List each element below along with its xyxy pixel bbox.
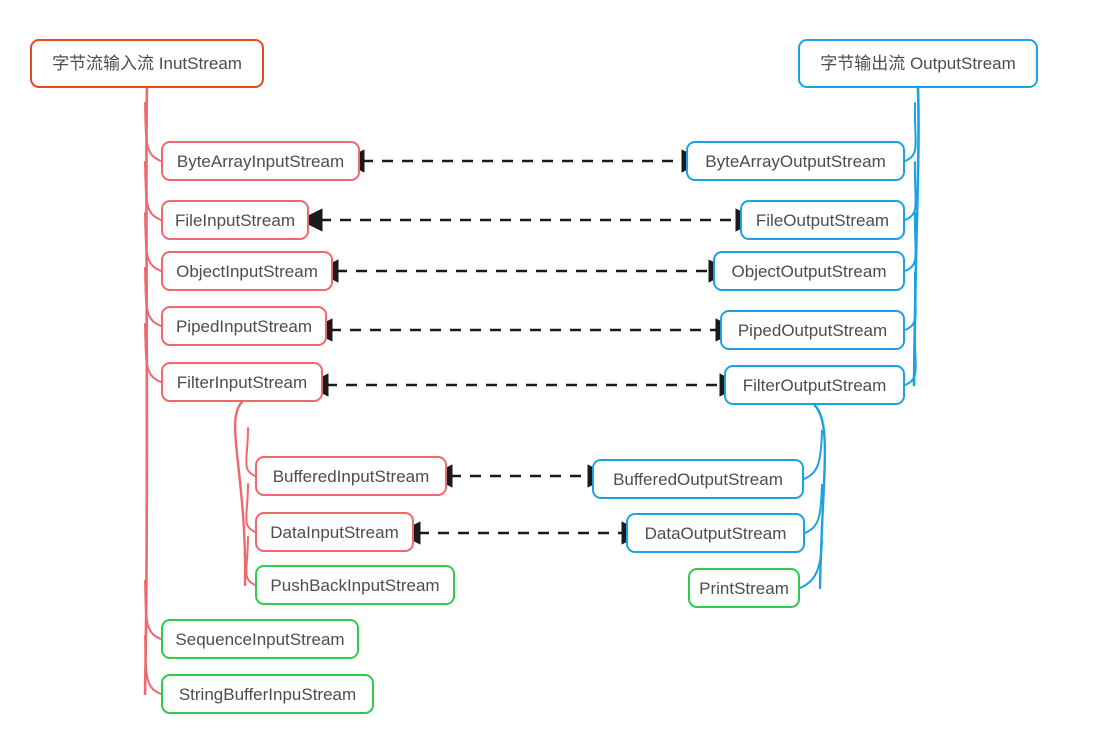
tree-connector — [245, 536, 256, 586]
node-push-back-input-stream[interactable]: PushBackInputStream — [255, 565, 455, 605]
root-node-output-stream[interactable]: 字节输出流 OutputStream — [798, 39, 1038, 88]
node-data-input-stream[interactable]: DataInputStream — [255, 512, 414, 552]
node-file-input-stream[interactable]: FileInputStream — [161, 200, 309, 240]
tree-connector — [144, 267, 162, 327]
node-buffered-input-stream[interactable]: BufferedInputStream — [255, 456, 447, 496]
tree-connector — [143, 86, 149, 696]
tree-connector — [144, 212, 162, 272]
node-object-input-stream[interactable]: ObjectInputStream — [161, 251, 333, 291]
tree-connector — [144, 323, 162, 383]
tree-connector — [904, 326, 917, 386]
tree-connector — [912, 86, 920, 387]
node-label: DataOutputStream — [644, 523, 787, 543]
node-data-output-stream[interactable]: DataOutputStream — [626, 513, 805, 553]
tree-connector — [144, 580, 162, 640]
node-label: PrintStream — [699, 578, 789, 598]
tree-connector — [233, 400, 247, 587]
node-label: DataInputStream — [270, 522, 399, 542]
node-label: PipedOutputStream — [737, 320, 888, 340]
node-label: StringBufferInpuStream — [178, 684, 357, 704]
tree-connector — [245, 483, 256, 533]
node-label: PushBackInputStream — [270, 575, 440, 595]
node-filter-input-stream[interactable]: FilterInputStream — [161, 362, 323, 402]
root-node-output-stream-label: 字节输出流 OutputStream — [820, 54, 1016, 73]
node-label: ObjectInputStream — [176, 261, 318, 281]
node-label: ByteArrayOutputStream — [705, 151, 886, 171]
node-label: ObjectOutputStream — [731, 261, 887, 281]
tree-connector — [804, 484, 823, 534]
node-label: BufferedOutputStream — [613, 469, 783, 489]
tree-connector — [245, 427, 256, 477]
node-label: FileInputStream — [175, 210, 295, 230]
node-byte-array-input-stream[interactable]: ByteArrayInputStream — [161, 141, 360, 181]
tree-connector — [904, 271, 917, 331]
node-filter-output-stream[interactable]: FilterOutputStream — [724, 365, 905, 405]
root-node-input-stream[interactable]: 字节流输入流 InutStream — [30, 39, 264, 88]
node-print-stream[interactable]: PrintStream — [688, 568, 800, 608]
node-label: FileOutputStream — [755, 210, 890, 230]
tree-connector — [904, 102, 917, 162]
node-label: FilterInputStream — [176, 372, 308, 392]
tree-connector — [144, 161, 162, 221]
node-string-buffer-inpu-stream[interactable]: StringBufferInpuStream — [161, 674, 374, 714]
node-label: SequenceInputStream — [175, 629, 345, 649]
root-node-input-stream-label: 字节流输入流 InutStream — [52, 54, 242, 73]
node-label: PipedInputStream — [175, 316, 313, 336]
node-file-output-stream[interactable]: FileOutputStream — [740, 200, 905, 240]
node-sequence-input-stream[interactable]: SequenceInputStream — [161, 619, 359, 659]
node-piped-output-stream[interactable]: PipedOutputStream — [720, 310, 905, 350]
tree-connector — [904, 161, 917, 221]
node-label: BufferedInputStream — [272, 466, 430, 486]
node-byte-array-output-stream[interactable]: ByteArrayOutputStream — [686, 141, 905, 181]
tree-connector — [803, 430, 823, 480]
node-buffered-output-stream[interactable]: BufferedOutputStream — [592, 459, 804, 499]
tree-connector — [144, 635, 162, 695]
node-label: FilterOutputStream — [742, 375, 887, 395]
tree-connector — [813, 403, 827, 590]
node-object-output-stream[interactable]: ObjectOutputStream — [713, 251, 905, 291]
tree-connector — [144, 102, 162, 162]
node-piped-input-stream[interactable]: PipedInputStream — [161, 306, 327, 346]
node-label: ByteArrayInputStream — [176, 151, 345, 171]
tree-connector — [904, 212, 917, 272]
